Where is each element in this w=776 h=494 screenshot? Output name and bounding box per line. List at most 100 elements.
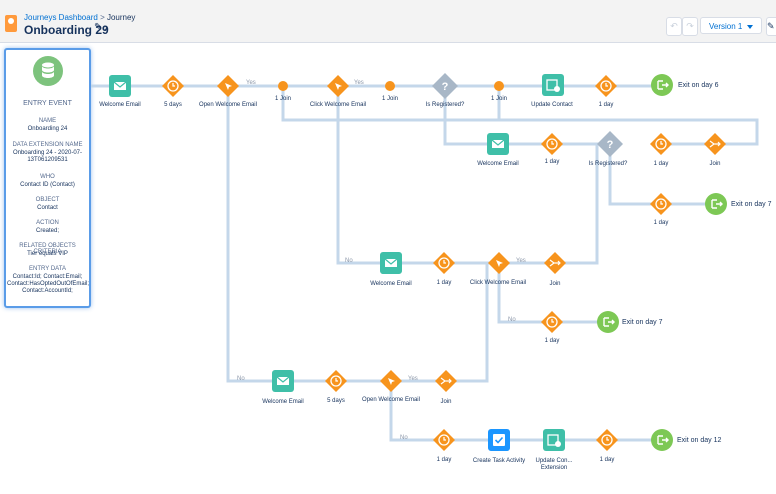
breadcrumb-journey: Journey: [106, 13, 136, 22]
version-label: Version 1: [709, 22, 743, 31]
join-label: Join: [549, 281, 561, 287]
create-task-node[interactable]: [488, 429, 510, 451]
wait-node[interactable]: [650, 133, 672, 155]
open-email-decision-node[interactable]: [380, 370, 402, 392]
join-label: 1 Join: [381, 96, 398, 102]
wait-node[interactable]: [433, 252, 455, 274]
wait-node[interactable]: [541, 311, 563, 333]
welcome-email-label: Welcome Email: [370, 281, 412, 287]
exit-label: Exit on day 7: [731, 201, 772, 208]
edit-icon[interactable]: ✎: [766, 17, 776, 36]
click-email-label: Click Welcome Email: [309, 102, 367, 108]
welcome-email-node[interactable]: [487, 133, 509, 155]
wait-label: 1 day: [653, 161, 669, 167]
join-label: 1 Join: [274, 96, 291, 102]
page-title: Onboarding 29: [24, 23, 109, 37]
no-path-label: No: [345, 258, 353, 264]
no-path-label: No: [237, 376, 245, 382]
wait-label: 1 day: [544, 338, 560, 344]
journey-header: Journeys Dashboard > Journey Onboarding …: [0, 0, 776, 43]
wait-label: 5 days: [327, 398, 345, 404]
wait-label: 5 days: [164, 102, 182, 108]
join-label: Join: [709, 161, 721, 167]
yes-path-label: Yes: [246, 80, 256, 86]
breadcrumb-dashboard-link[interactable]: Journeys Dashboard: [24, 13, 98, 22]
join-node[interactable]: [435, 370, 457, 392]
exit-label: Exit on day 12: [677, 437, 722, 444]
exit-node[interactable]: [597, 311, 619, 333]
open-email-label: Open Welcome Email: [199, 102, 257, 108]
wait-node[interactable]: [433, 429, 455, 451]
related-objects-value: Tier equals VIP: [27, 251, 68, 257]
wait-node[interactable]: [541, 133, 563, 155]
registered-split-node[interactable]: ?: [432, 73, 458, 99]
wait-node[interactable]: [596, 429, 618, 451]
wait-node[interactable]: [650, 193, 672, 215]
caret-down-icon: [747, 25, 753, 29]
no-path-label: No: [400, 435, 408, 441]
data-extension-value: Onboarding 24 - 2020-07-13T061209531: [12, 150, 83, 163]
welcome-email-label: Welcome Email: [262, 399, 304, 405]
journey-app-icon: [5, 15, 17, 32]
join-node[interactable]: [704, 133, 726, 155]
wait-label: 1 day: [598, 102, 614, 108]
join-node[interactable]: [544, 252, 566, 274]
who-value: Contact ID (Contact): [20, 182, 75, 188]
entry-event-card[interactable]: ENTRY EVENT NAME Onboarding 24 DATA EXTE…: [4, 48, 91, 308]
registered-label: Is Registered?: [425, 102, 465, 108]
redo-icon[interactable]: ↷: [682, 17, 698, 36]
click-email-decision-node[interactable]: [327, 75, 349, 97]
exit-node[interactable]: [651, 429, 673, 451]
version-dropdown[interactable]: Version 1: [700, 17, 762, 34]
action-label: ACTION: [36, 220, 59, 226]
welcome-email-node[interactable]: [380, 252, 402, 274]
welcome-email-label: Welcome Email: [477, 161, 519, 167]
wait-node[interactable]: [162, 75, 184, 97]
registered-split-node[interactable]: ?: [597, 131, 623, 157]
yes-path-label: Yes: [354, 80, 364, 86]
database-icon: [33, 56, 63, 86]
click-email-decision-node[interactable]: [488, 252, 510, 274]
who-label: WHO: [40, 174, 55, 180]
exit-node[interactable]: [705, 193, 727, 215]
entry-event-title: ENTRY EVENT: [23, 100, 72, 107]
svg-text:?: ?: [442, 81, 449, 93]
wait-label: 1 day: [436, 457, 452, 463]
open-email-decision-node[interactable]: [217, 75, 239, 97]
join-label: Join: [440, 399, 452, 405]
update-extension-node[interactable]: [543, 429, 565, 451]
join-point-node[interactable]: [385, 81, 395, 91]
yes-path-label: Yes: [516, 258, 526, 264]
wait-label: 1 day: [599, 457, 615, 463]
exit-label: Exit on day 6: [678, 82, 719, 89]
wait-label: 1 day: [436, 280, 452, 286]
breadcrumb-separator: >: [100, 13, 105, 22]
entry-data-value: Contact:Id; Contact:Email; Contact:HasOp…: [7, 274, 90, 294]
action-value: Created;: [35, 228, 59, 234]
welcome-email-node[interactable]: [109, 75, 131, 97]
click-email-label: Click Welcome Email: [469, 280, 527, 286]
chevron-right-icon[interactable]: ›: [104, 22, 108, 34]
undo-icon[interactable]: ↶: [666, 17, 682, 36]
related-objects-label: RELATED OBJECTS CRITERIA: [19, 243, 76, 255]
welcome-email-label: Welcome Email: [99, 102, 141, 108]
join-point-node[interactable]: [494, 81, 504, 91]
entry-data-label: ENTRY DATA: [29, 266, 66, 272]
exit-node[interactable]: [651, 74, 673, 96]
update-contact-label: Update Contact: [531, 102, 573, 108]
join-label: 1 Join: [490, 96, 507, 102]
yes-path-label: Yes: [408, 376, 418, 382]
svg-text:?: ?: [607, 139, 614, 151]
pencil-icon[interactable]: ✎: [94, 22, 103, 33]
welcome-email-node[interactable]: [272, 370, 294, 392]
join-point-node[interactable]: [278, 81, 288, 91]
update-extension-label: Update Con... Extension: [535, 458, 573, 471]
update-contact-node[interactable]: [542, 74, 564, 96]
data-extension-label: DATA EXTENSION NAME: [12, 142, 83, 148]
name-value: Onboarding 24: [27, 126, 68, 132]
wait-node[interactable]: [325, 370, 347, 392]
wait-node[interactable]: [595, 75, 617, 97]
open-email-label: Open Welcome Email: [362, 397, 420, 403]
name-label: NAME: [38, 118, 57, 124]
